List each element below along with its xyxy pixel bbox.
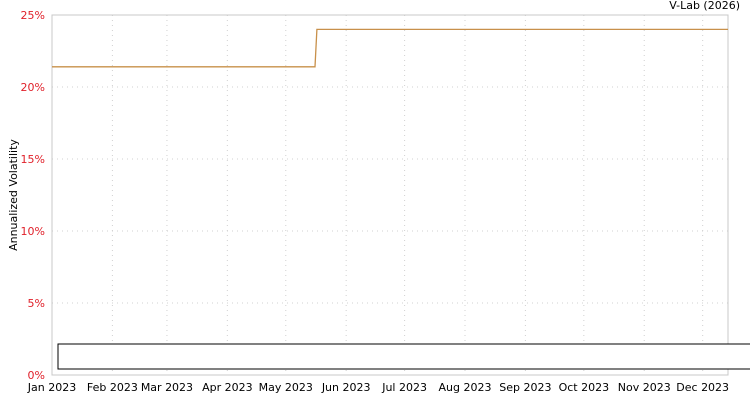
- x-tick-label: Jun 2023: [321, 381, 371, 394]
- credit-label: V-Lab (2026): [669, 0, 740, 12]
- y-tick-label: 10%: [21, 225, 45, 238]
- x-tick-label: Nov 2023: [618, 381, 671, 394]
- y-axis: 0% 5% 10% 15% 20% 25%: [21, 9, 45, 382]
- x-tick-label: Aug 2023: [439, 381, 492, 394]
- y-tick-label: 5%: [28, 297, 45, 310]
- x-tick-label: Jan 2023: [27, 381, 76, 394]
- y-tick-label: 15%: [21, 153, 45, 166]
- x-tick-label: Jul 2023: [381, 381, 427, 394]
- y-tick-label: 25%: [21, 9, 45, 22]
- x-tick-label: Feb 2023: [87, 381, 138, 394]
- x-tick-label: Apr 2023: [202, 381, 253, 394]
- x-tick-label: Oct 2023: [559, 381, 610, 394]
- grid: [51, 14, 728, 376]
- x-tick-label: Sep 2023: [499, 381, 551, 394]
- series-line: [52, 28, 728, 68]
- legend-box: [57, 343, 750, 370]
- y-axis-label: Annualized Volatility: [7, 139, 20, 251]
- x-tick-label: May 2023: [259, 381, 313, 394]
- x-tick-label: Mar 2023: [141, 381, 193, 394]
- y-tick-label: 20%: [21, 81, 45, 94]
- series: [52, 28, 728, 68]
- plot-frame: [51, 14, 729, 376]
- x-tick-label: Dec 2023: [676, 381, 729, 394]
- y-tick-label: 0%: [28, 369, 45, 382]
